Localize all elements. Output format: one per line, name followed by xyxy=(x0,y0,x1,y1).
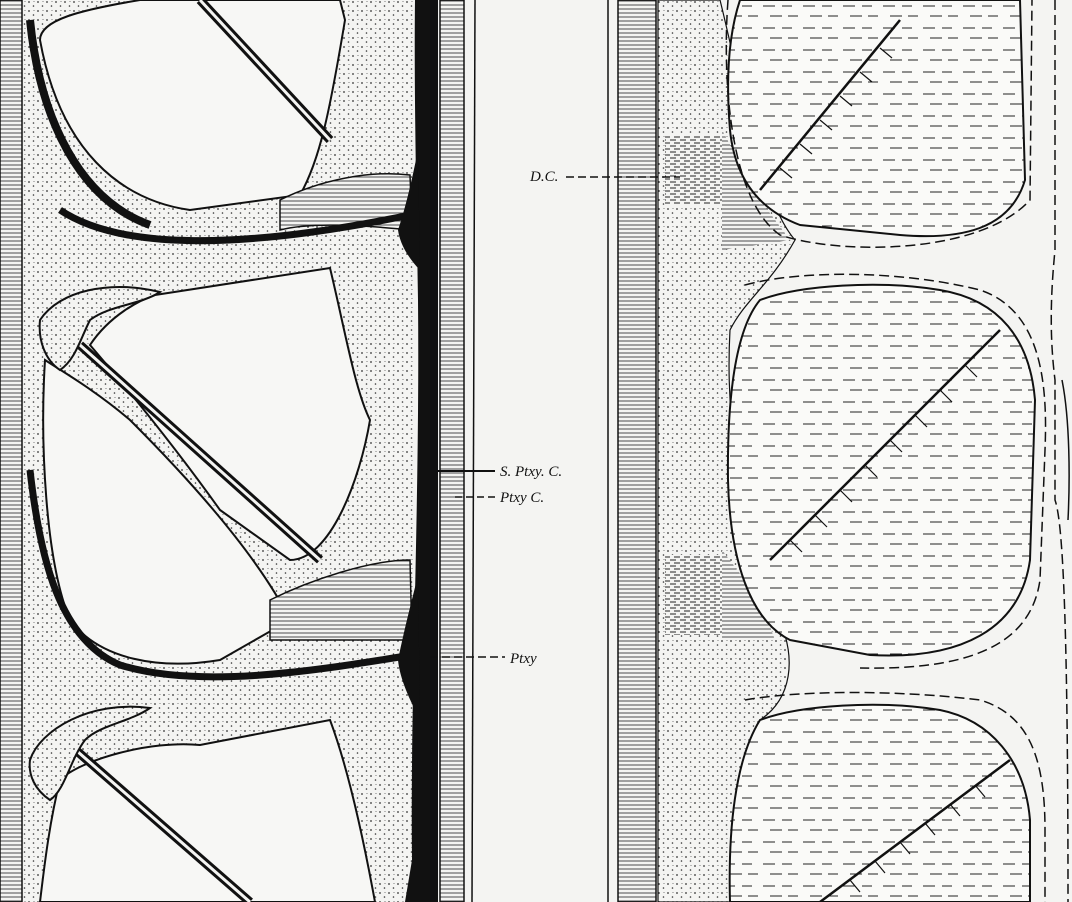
lobe-lower xyxy=(730,705,1030,902)
label-s-ptxy-c: S. Ptxy. C. xyxy=(500,464,562,480)
outer-wall xyxy=(440,0,464,902)
dc-patch-lower xyxy=(665,555,725,635)
outer-wall-edge xyxy=(472,0,475,902)
label-ptxy: Ptxy xyxy=(509,651,537,667)
right-dashed-vessel-inner xyxy=(1062,380,1069,520)
dc-patch-upper xyxy=(665,135,725,205)
label-dc: D.C. xyxy=(529,169,558,185)
right-panel xyxy=(608,0,1069,902)
label-ptxy-c: Ptxy C. xyxy=(499,490,544,506)
right-labels: D.C. xyxy=(529,169,680,185)
lobe-upper xyxy=(728,0,1025,236)
right-dashed-vessel xyxy=(1051,0,1068,902)
left-edge-strip xyxy=(0,0,22,902)
left-panel xyxy=(0,0,475,902)
right-striated-band xyxy=(618,0,656,902)
